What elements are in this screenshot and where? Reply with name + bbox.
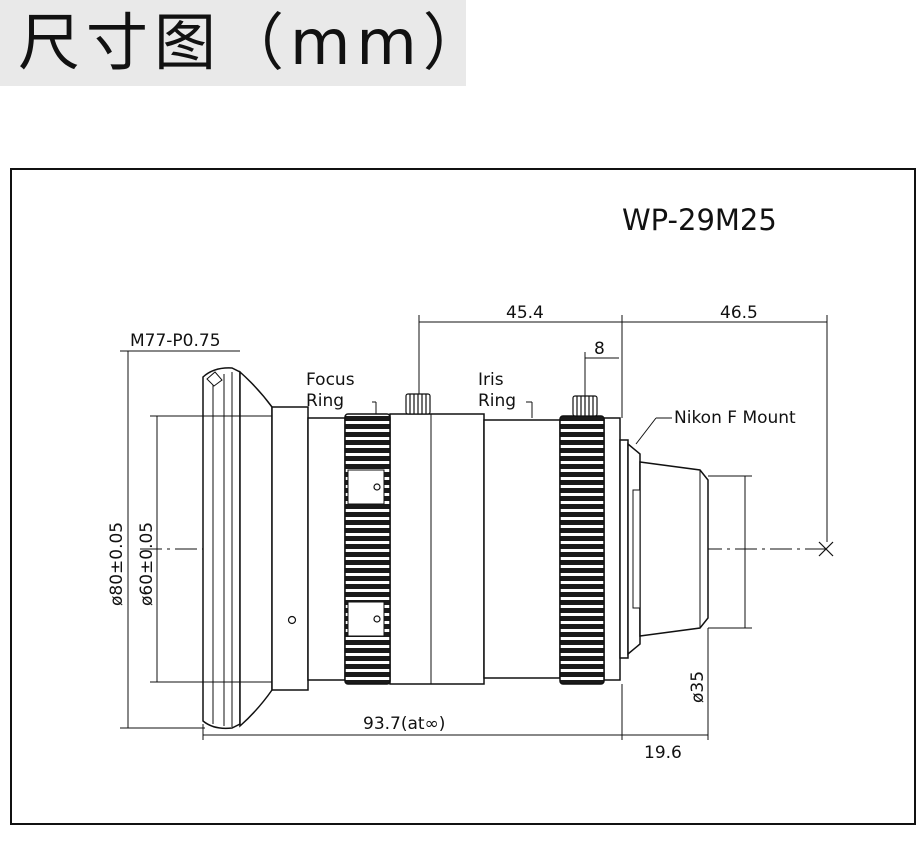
model-name: WP-29M25 bbox=[622, 203, 777, 237]
dim-19-6: 19.6 bbox=[644, 743, 682, 763]
dim-diameter-35: ø35 bbox=[688, 671, 708, 703]
dim-diameter-80: ø80±0.05 bbox=[107, 522, 127, 606]
dim-45-4: 45.4 bbox=[506, 303, 544, 323]
focus-ring-label-1: Focus bbox=[306, 370, 355, 390]
front-thread-ring bbox=[202, 367, 241, 730]
dim-46-5: 46.5 bbox=[720, 303, 758, 323]
inner-barrel bbox=[307, 417, 346, 681]
iris-ring-label-1: Iris bbox=[478, 370, 504, 390]
iris-ring bbox=[559, 415, 605, 685]
lens-body bbox=[202, 367, 709, 730]
title-banner: 尺寸图（mm） bbox=[0, 0, 491, 86]
front-barrel bbox=[271, 406, 309, 691]
rear-barrel bbox=[603, 417, 621, 681]
middle-barrel bbox=[389, 413, 485, 685]
focus-ring bbox=[344, 413, 391, 685]
rear-mount-barrel bbox=[639, 461, 709, 637]
dim-diameter-60: ø60±0.05 bbox=[137, 522, 157, 606]
lock-screws bbox=[405, 393, 598, 417]
drawing-frame bbox=[10, 168, 916, 825]
lens-hood bbox=[239, 370, 273, 728]
dimension-lines bbox=[120, 315, 828, 740]
focus-ring-label-2: Ring bbox=[306, 391, 344, 411]
page-title: 尺寸图（mm） bbox=[18, 6, 491, 79]
dim-8: 8 bbox=[594, 339, 605, 359]
mount-label: Nikon F Mount bbox=[674, 408, 796, 428]
thread-spec: M77-P0.75 bbox=[130, 331, 221, 351]
dim-93-7: 93.7(at∞) bbox=[363, 714, 445, 734]
iris-ring-label-2: Ring bbox=[478, 391, 516, 411]
